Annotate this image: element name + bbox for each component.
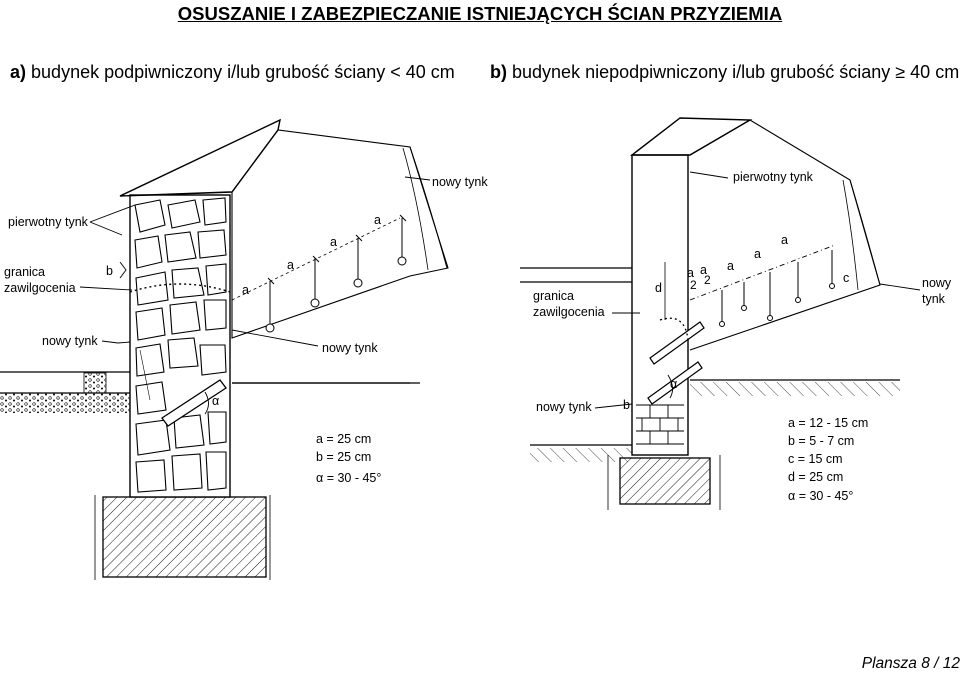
- panel-b-legend-item: a = 12 - 15 cm: [788, 416, 868, 430]
- panel-b-label-a-half-2: a: [700, 263, 707, 277]
- panel-b-letter: b): [490, 62, 507, 82]
- panel-a-heading: a) budynek podpiwniczony i/lub grubość ś…: [10, 62, 455, 83]
- panel-a-label-b: b: [106, 264, 113, 278]
- panel-a-letter: a): [10, 62, 27, 82]
- panel-a-legend: a = 25 cm b = 25 cm α = 30 - 45°: [316, 432, 381, 485]
- panel-b-label-granica: granica: [533, 289, 574, 303]
- panel-a-label-a4: a: [374, 213, 381, 227]
- panel-b-wall-top: [629, 117, 753, 156]
- panel-a-wall-side: [231, 129, 449, 339]
- panel-b-wall-front: [631, 154, 689, 456]
- panel-a-label-nowy-tynk-left: nowy tynk: [42, 334, 98, 348]
- panel-a-label-nowy-tynk-top: nowy tynk: [432, 175, 488, 189]
- panel-b-heading-text: budynek niepodpiwniczony i/lub grubość ś…: [512, 62, 891, 82]
- panel-a-drawing: [0, 118, 449, 580]
- panel-b-label-a2: a: [754, 247, 761, 261]
- panel-a-label-granica: granica: [4, 265, 45, 279]
- panel-b-label-half-1: 2: [690, 278, 697, 292]
- panel-b-label-alpha: α: [670, 377, 677, 391]
- panel-a-label-pierwotny-tynk: pierwotny tynk: [8, 215, 89, 229]
- panel-b-label-pierwotny-tynk: pierwotny tynk: [733, 170, 814, 184]
- panel-b-label-zawilgocenia: zawilgocenia: [533, 305, 605, 319]
- panel-b-foundation: [619, 457, 711, 505]
- panel-a-label-a3: a: [330, 235, 337, 249]
- panel-b-label-b: b: [623, 398, 630, 412]
- panel-a-legend-item: α = 30 - 45°: [316, 471, 381, 485]
- panel-a-wall-top: [119, 118, 281, 197]
- page-title: OSUSZANIE I ZABEZPIECZANIE ISTNIEJĄCYCH …: [177, 3, 783, 24]
- panel-b-label-d: d: [655, 281, 662, 295]
- panel-a-label-alpha: α: [212, 394, 219, 408]
- panel-b-drawing: [520, 117, 921, 510]
- panel-a-wall-front: [129, 194, 231, 498]
- panel-a-label-zawilgocenia: zawilgocenia: [4, 281, 76, 295]
- panel-a-label-nowy-tynk-mid: nowy tynk: [322, 341, 378, 355]
- panel-b-legend-item: d = 25 cm: [788, 470, 843, 484]
- page-footer: Plansza 8 / 12: [861, 655, 960, 672]
- panel-b-heading: b) budynek niepodpiwniczony i/lub gruboś…: [490, 62, 959, 83]
- panel-b-heading-symbol: ≥: [895, 62, 906, 82]
- panel-b-legend-item: α = 30 - 45°: [788, 489, 853, 503]
- panel-b-legend-item: c = 15 cm: [788, 452, 843, 466]
- panel-b-label-a-half: a: [687, 266, 694, 280]
- panel-b-injection-hole-1: [649, 321, 705, 365]
- panel-b-legend-item: b = 5 - 7 cm: [788, 434, 854, 448]
- panel-b-heading-value: 40 cm: [910, 62, 960, 82]
- panel-b-label-a1: a: [727, 259, 734, 273]
- panel-b-label-a3: a: [781, 233, 788, 247]
- panel-b-label-nowy-tynk: nowy tynk: [536, 400, 592, 414]
- panel-a-legend-item: b = 25 cm: [316, 450, 371, 464]
- panel-b-label-c: c: [843, 271, 849, 285]
- panel-a-foundation: [102, 496, 267, 578]
- panel-b-injection-hole-2: [647, 361, 703, 405]
- panel-b-legend: a = 12 - 15 cm b = 5 - 7 cm c = 15 cm d …: [788, 416, 868, 503]
- panel-b-label-tynk: tynk: [922, 292, 946, 306]
- panel-a-label-a2: a: [287, 258, 294, 272]
- panel-b-label-nowy: nowy: [922, 276, 952, 290]
- panel-a-heading-text: budynek podpiwniczony i/lub grubość ścia…: [31, 62, 455, 82]
- panel-a-label-a1: a: [242, 283, 249, 297]
- panel-a-legend-item: a = 25 cm: [316, 432, 371, 446]
- panel-a-injection-hole: [161, 379, 227, 427]
- panel-b-label-half-2: 2: [704, 273, 711, 287]
